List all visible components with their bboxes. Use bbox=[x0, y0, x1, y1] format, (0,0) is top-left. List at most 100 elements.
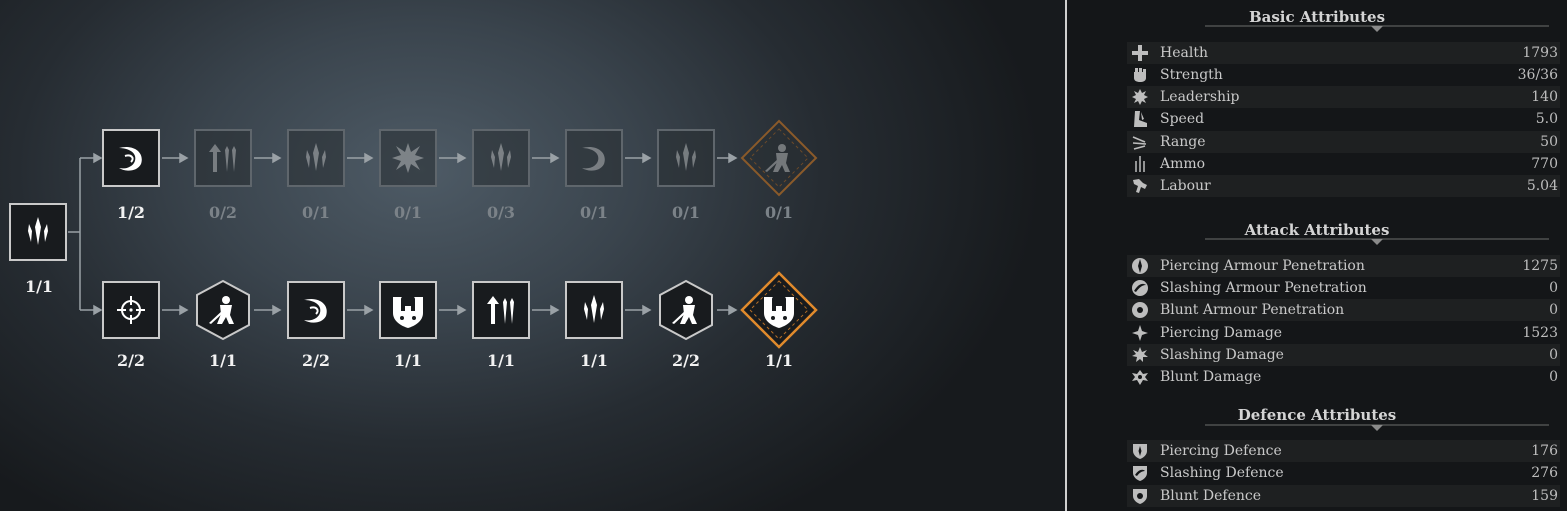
section-divider bbox=[1205, 25, 1549, 32]
attribute-row-blunt-penetration: Blunt Armour Penetration 0 bbox=[1127, 299, 1560, 321]
attribute-name: Labour bbox=[1160, 178, 1211, 194]
attribute-value: 1523 bbox=[1522, 325, 1558, 341]
attribute-value: 50 bbox=[1540, 134, 1558, 150]
leadership-emblem-icon bbox=[1129, 88, 1151, 106]
attribute-row-slashing-defence: Slashing Defence 276 bbox=[1127, 462, 1560, 484]
burst-icon bbox=[392, 143, 424, 173]
attribute-name: Ammo bbox=[1160, 156, 1206, 172]
skill-node-top-3[interactable] bbox=[287, 129, 345, 187]
section-divider bbox=[1205, 424, 1549, 431]
spear-tips-icon bbox=[584, 295, 604, 323]
attribute-name: Leadership bbox=[1160, 89, 1240, 105]
skill-node-top-1[interactable] bbox=[102, 129, 160, 187]
blunt-defence-icon bbox=[1129, 487, 1151, 505]
labour-icon bbox=[1129, 177, 1151, 195]
skill-tree: 1/1 1/2 0/2 0/1 0/1 0/3 0/1 0/1 0/1 2/2 … bbox=[9, 119, 818, 370]
skill-node-bottom-6[interactable] bbox=[565, 281, 623, 339]
crescent-slash-icon bbox=[582, 146, 605, 171]
helmet-shield-icon bbox=[393, 295, 423, 328]
attribute-row-blunt-defence: Blunt Defence 159 bbox=[1127, 485, 1560, 507]
skill-node-bottom-2[interactable] bbox=[194, 279, 252, 341]
attribute-value: 140 bbox=[1531, 89, 1558, 105]
lunging-soldier-icon bbox=[765, 144, 790, 172]
attribute-value: 0 bbox=[1549, 280, 1558, 296]
skill-node-top-7[interactable] bbox=[657, 129, 715, 187]
crescent-slash-icon bbox=[119, 146, 142, 171]
lunging-soldier-icon bbox=[672, 296, 697, 324]
skill-level-bottom-4: 1/1 bbox=[393, 351, 423, 370]
spear-tips-icon bbox=[676, 143, 696, 171]
attribute-row-labour: Labour 5.04 bbox=[1127, 175, 1560, 197]
piercing-penetration-icon bbox=[1129, 257, 1151, 275]
attribute-value: 0 bbox=[1549, 347, 1558, 363]
attack-attributes-title: Attack Attributes bbox=[1244, 221, 1390, 239]
attribute-row-piercing-penetration: Piercing Armour Penetration 1275 bbox=[1127, 255, 1560, 277]
skill-level-top-2: 0/2 bbox=[208, 203, 238, 222]
skill-node-bottom-5[interactable] bbox=[472, 281, 530, 339]
health-cross-icon bbox=[1129, 44, 1151, 62]
skill-level-top-7: 0/1 bbox=[671, 203, 701, 222]
attribute-name: Health bbox=[1160, 45, 1208, 61]
skill-level-top-1: 1/2 bbox=[116, 203, 146, 222]
helmet-shield-icon bbox=[764, 295, 794, 328]
lunging-soldier-icon bbox=[209, 296, 234, 324]
attribute-row-piercing-defence: Piercing Defence 176 bbox=[1127, 440, 1560, 462]
skill-node-bottom-7[interactable] bbox=[657, 279, 715, 341]
attribute-name: Blunt Armour Penetration bbox=[1160, 302, 1345, 318]
tree-connectors bbox=[68, 152, 738, 316]
range-arrows-icon bbox=[1129, 133, 1151, 151]
slashing-damage-icon bbox=[1129, 346, 1151, 364]
spear-tips-icon bbox=[491, 143, 511, 171]
skill-node-bottom-4[interactable] bbox=[379, 281, 437, 339]
skill-level-bottom-2: 1/1 bbox=[208, 351, 238, 370]
skill-node-top-6[interactable] bbox=[565, 129, 623, 187]
spear-tips-icon bbox=[28, 217, 48, 245]
attribute-row-ammo: Ammo 770 bbox=[1127, 153, 1560, 175]
skill-level-bottom-1: 2/2 bbox=[116, 351, 146, 370]
attribute-row-speed: Speed 5.0 bbox=[1127, 108, 1560, 130]
skill-node-bottom-8[interactable] bbox=[740, 271, 818, 349]
attribute-row-piercing-damage: Piercing Damage 1523 bbox=[1127, 322, 1560, 344]
attribute-row-blunt-damage: Blunt Damage 0 bbox=[1127, 366, 1560, 388]
attribute-name: Blunt Defence bbox=[1160, 488, 1261, 504]
skill-level-top-4: 0/1 bbox=[393, 203, 423, 222]
slashing-penetration-icon bbox=[1129, 279, 1151, 297]
attribute-name: Slashing Damage bbox=[1160, 347, 1284, 363]
skill-node-top-8[interactable] bbox=[740, 119, 818, 197]
skill-node-top-5[interactable] bbox=[472, 129, 530, 187]
skill-level-top-5: 0/3 bbox=[486, 203, 516, 222]
attribute-name: Piercing Damage bbox=[1160, 325, 1283, 341]
attribute-value: 36/36 bbox=[1517, 67, 1558, 83]
blunt-penetration-icon bbox=[1129, 301, 1151, 319]
attribute-name: Strength bbox=[1160, 67, 1223, 83]
defence-attributes-title: Defence Attributes bbox=[1237, 406, 1397, 424]
skill-level-top-6: 0/1 bbox=[579, 203, 609, 222]
attribute-value: 770 bbox=[1531, 156, 1558, 172]
attribute-row-strength: Strength 36/36 bbox=[1127, 64, 1560, 86]
skill-level-bottom-3: 2/2 bbox=[301, 351, 331, 370]
arrow-bundle-icon bbox=[487, 296, 514, 324]
skill-node-top-2[interactable] bbox=[194, 129, 252, 187]
attribute-row-slashing-damage: Slashing Damage 0 bbox=[1127, 344, 1560, 366]
panel-divider bbox=[1065, 0, 1067, 511]
skill-node-bottom-1[interactable] bbox=[102, 281, 160, 339]
attribute-name: Blunt Damage bbox=[1160, 369, 1262, 385]
attribute-value: 1275 bbox=[1522, 258, 1558, 274]
skill-node-root[interactable] bbox=[9, 203, 67, 261]
skill-node-bottom-3[interactable] bbox=[287, 281, 345, 339]
attribute-row-slashing-penetration: Slashing Armour Penetration 0 bbox=[1127, 277, 1560, 299]
skill-node-top-4[interactable] bbox=[379, 129, 437, 187]
attribute-name: Slashing Armour Penetration bbox=[1160, 280, 1367, 296]
skill-level-bottom-6: 1/1 bbox=[579, 351, 609, 370]
skill-level-bottom-8: 1/1 bbox=[764, 351, 794, 370]
crescent-slash-icon bbox=[304, 298, 327, 323]
skill-level-bottom-7: 2/2 bbox=[671, 351, 701, 370]
skill-level-top-3: 0/1 bbox=[301, 203, 331, 222]
attribute-name: Speed bbox=[1160, 111, 1205, 127]
ammo-icon bbox=[1129, 155, 1151, 173]
attribute-name: Range bbox=[1160, 134, 1206, 150]
blunt-damage-icon bbox=[1129, 368, 1151, 386]
section-divider bbox=[1205, 238, 1549, 245]
piercing-damage-icon bbox=[1129, 324, 1151, 342]
attribute-value: 1793 bbox=[1522, 45, 1558, 61]
